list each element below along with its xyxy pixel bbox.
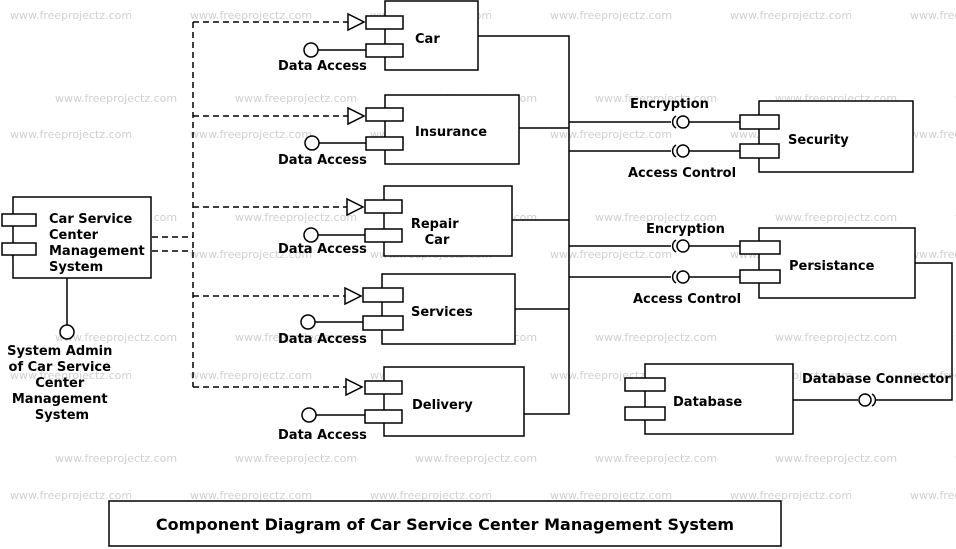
watermark-text: www.freeprojectz.com — [55, 331, 177, 344]
insurance-label: Insurance — [415, 125, 487, 140]
system-admin-interface: System Admin of Car Service Center Manag… — [7, 278, 117, 423]
watermark-text: www.freeprojectz.com — [595, 92, 717, 105]
watermark-text: www.freeprojectz.com — [595, 452, 717, 465]
watermark-text: www.freeprojectz.com — [10, 489, 132, 502]
delivery-label: Delivery — [412, 398, 473, 413]
watermark-text: www.freeprojectz.com — [235, 92, 357, 105]
watermark-text: www.freeprojectz.com — [595, 211, 717, 224]
diagram-title-text: Component Diagram of Car Service Center … — [156, 515, 734, 534]
watermark-text: www.freeprojectz.com — [550, 248, 672, 261]
persistance-component: Persistance Encryption Access Control — [633, 222, 916, 307]
watermark-text: www.freeprojectz.com — [370, 489, 492, 502]
watermark-text: www.freeprojectz.com — [910, 489, 956, 502]
watermark-text: www.freeprojectz.com — [190, 9, 312, 22]
security-component: Security Encryption Access Control — [628, 97, 914, 181]
persistance-label: Persistance — [789, 259, 875, 274]
watermark-text: www.freeprojectz.com — [190, 489, 312, 502]
car-label: Car — [415, 32, 440, 47]
watermark-text: www.freeprojectz.com — [235, 452, 357, 465]
delivery-data-access-label: Data Access — [278, 428, 367, 443]
watermark-text: www.freeprojectz.com — [775, 452, 897, 465]
main-component-label: Car Service Center Management System — [49, 212, 149, 275]
security-encryption-label: Encryption — [630, 97, 709, 112]
watermark-text: www.freeprojectz.com — [730, 489, 852, 502]
watermark-text: www.freeprojectz.com — [190, 128, 312, 141]
watermark-text: www.freeprojectz.com — [775, 331, 897, 344]
watermark-text: www.freeprojectz.com — [415, 452, 537, 465]
system-admin-label: System Admin of Car Service Center Manag… — [7, 344, 117, 423]
watermark-text: www.freeprojectz.com — [550, 489, 672, 502]
watermark-text: www.freeprojectz.com — [55, 92, 177, 105]
watermark-text: www.freeprojectz.com — [595, 331, 717, 344]
services-component: Services Data Access — [278, 273, 516, 347]
watermark-text: www.freeprojectz.com — [235, 331, 357, 344]
watermark-text: www.freeprojectz.com — [550, 9, 672, 22]
repair-car-label: Repair Car — [411, 217, 463, 248]
watermark-text: www.freeprojectz.com — [10, 9, 132, 22]
watermark-text: www.freeprojectz.com — [910, 128, 956, 141]
watermark-text: www.freeprojectz.com — [235, 211, 357, 224]
repair-car-component: Repair Car Data Access — [278, 185, 513, 257]
watermark-text: www.freeprojectz.com — [910, 369, 956, 382]
connector-bus — [478, 35, 671, 415]
insurance-component: Insurance Data Access — [278, 94, 520, 168]
watermark-text: www.freeprojectz.com — [730, 9, 852, 22]
watermark-text: www.freeprojectz.com — [190, 369, 312, 382]
repair-car-data-access-label: Data Access — [278, 242, 367, 257]
diagram-title: Component Diagram of Car Service Center … — [108, 500, 782, 547]
dependency-lines — [152, 12, 366, 397]
database-component: Database Database Connector — [624, 262, 953, 435]
services-data-access-label: Data Access — [278, 332, 367, 347]
persistance-encryption-label: Encryption — [646, 222, 725, 237]
services-label: Services — [411, 305, 473, 320]
watermark-text: www.freeprojectz.com — [550, 128, 672, 141]
watermark-text: www.freeprojectz.com — [190, 248, 312, 261]
database-label: Database — [673, 395, 742, 410]
car-service-center-management-system-component: Car Service Center Management System — [1, 196, 152, 279]
car-data-access-label: Data Access — [278, 59, 367, 74]
security-label: Security — [788, 133, 849, 148]
insurance-data-access-label: Data Access — [278, 153, 367, 168]
watermark-text: www.freeprojectz.com — [55, 452, 177, 465]
watermark-text: www.freeprojectz.com — [775, 211, 897, 224]
delivery-component: Delivery Data Access — [278, 366, 525, 443]
watermark-text: www.freeprojectz.com — [910, 248, 956, 261]
persistance-access-control-label: Access Control — [633, 292, 741, 307]
watermark-text: www.freeprojectz.com — [10, 369, 132, 382]
database-connector-label: Database Connector — [802, 372, 951, 387]
watermark-text: www.freeprojectz.com — [910, 9, 956, 22]
watermark-text: www.freeprojectz.com — [10, 128, 132, 141]
car-component: Car Data Access — [278, 0, 479, 74]
security-access-control-label: Access Control — [628, 166, 736, 181]
